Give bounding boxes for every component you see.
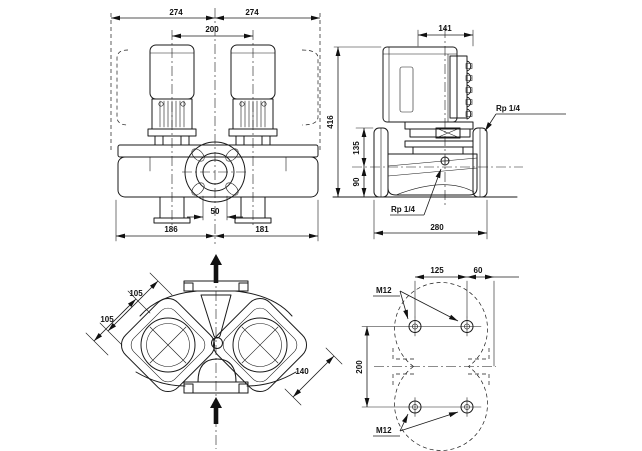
dimension-186: 186 <box>115 199 319 242</box>
bolt-holes <box>408 316 474 417</box>
foundation-view: 125 60 200 M12 M12 <box>355 266 519 451</box>
dim-label-105-inner: 105 <box>129 289 143 298</box>
bottom-dome <box>197 358 237 383</box>
bottom-flange <box>183 381 249 394</box>
phantom-bottom-lobe <box>394 366 488 451</box>
dim-label-274-right: 274 <box>245 8 259 17</box>
fan-grille <box>146 323 190 367</box>
dim-label-181: 181 <box>255 225 269 234</box>
dimension-280: 280 <box>373 199 488 240</box>
motor-nameplate <box>399 66 414 113</box>
dimension-141: 141 <box>417 24 474 47</box>
dim-label-50: 50 <box>211 207 220 216</box>
flow-arrow-up-icon <box>210 254 222 283</box>
casing-curve-left-bottom <box>135 371 186 387</box>
dimension-125: 125 <box>414 266 468 318</box>
dim-label-200: 200 <box>205 25 219 34</box>
coupling-stack <box>404 121 474 155</box>
dim-label-280: 280 <box>430 223 444 232</box>
phantom-left-motor <box>116 49 129 126</box>
dim-label-60: 60 <box>474 266 483 275</box>
dimension-200-bolt-spacing: 200 <box>355 326 370 407</box>
cable-glands <box>465 60 473 120</box>
casing-curve-right-bottom <box>246 371 297 387</box>
casing-curve-right-top <box>234 290 293 317</box>
shaft-center <box>211 337 223 349</box>
dim-label-125: 125 <box>430 266 444 275</box>
callout-m12-top: M12 <box>373 286 459 322</box>
dimension-135: 135 <box>352 127 374 167</box>
dimension-50: 50 <box>187 195 243 221</box>
fan-grille <box>238 323 282 367</box>
phantom-right-motor <box>301 49 319 126</box>
dim-label-141: 141 <box>438 24 452 33</box>
dim-label-416: 416 <box>326 115 335 129</box>
label-rp14-center: Rp 1/4 <box>391 205 416 214</box>
side-view: 141 416 135 90 280 Rp 1/4 <box>326 24 566 240</box>
right-motor-top <box>212 297 308 393</box>
phantom-top-lobe <box>394 282 488 367</box>
dim-label-135: 135 <box>352 141 361 155</box>
callout-m12-bottom: M12 <box>373 411 459 437</box>
dimension-140: 140 <box>284 347 343 406</box>
dimension-181: 181 <box>215 225 318 239</box>
flow-arrow-in-icon <box>210 397 222 424</box>
label-rp14-top: Rp 1/4 <box>496 104 521 113</box>
top-view: 105 105 140 <box>85 254 343 449</box>
motor-side <box>382 46 473 123</box>
dim-label-200-vertical: 200 <box>355 360 364 374</box>
front-view: 274 274 200 <box>110 8 321 244</box>
dimension-90: 90 <box>352 167 367 197</box>
phantom-waist-notches <box>392 347 490 386</box>
dim-label-105-outer: 105 <box>100 315 114 324</box>
right-motor <box>228 44 278 146</box>
dimension-416: 416 <box>326 46 382 197</box>
dim-label-186: 186 <box>164 225 178 234</box>
left-motor <box>147 44 197 146</box>
dimension-105-outer: 105 <box>85 290 151 356</box>
label-m12-bottom: M12 <box>376 426 392 435</box>
terminal-box <box>449 55 468 119</box>
dimension-200-motor-spacing: 200 <box>172 25 253 39</box>
dimension-274-left: 274 <box>111 8 215 21</box>
label-m12-top: M12 <box>376 286 392 295</box>
callout-rp14-top: Rp 1/4 <box>484 104 566 132</box>
dim-label-274-left: 274 <box>169 8 183 17</box>
dimension-60: 60 <box>467 266 519 367</box>
dimension-105-inner: 105 <box>99 272 173 346</box>
dimension-274-right: 274 <box>215 8 320 21</box>
top-flange <box>183 280 249 292</box>
dim-label-90: 90 <box>352 177 361 186</box>
pump-housing-front <box>117 141 319 224</box>
dim-label-140: 140 <box>295 367 309 376</box>
callout-rp14-center: Rp 1/4 <box>390 168 442 216</box>
port-flange-outer-circle <box>184 141 246 203</box>
